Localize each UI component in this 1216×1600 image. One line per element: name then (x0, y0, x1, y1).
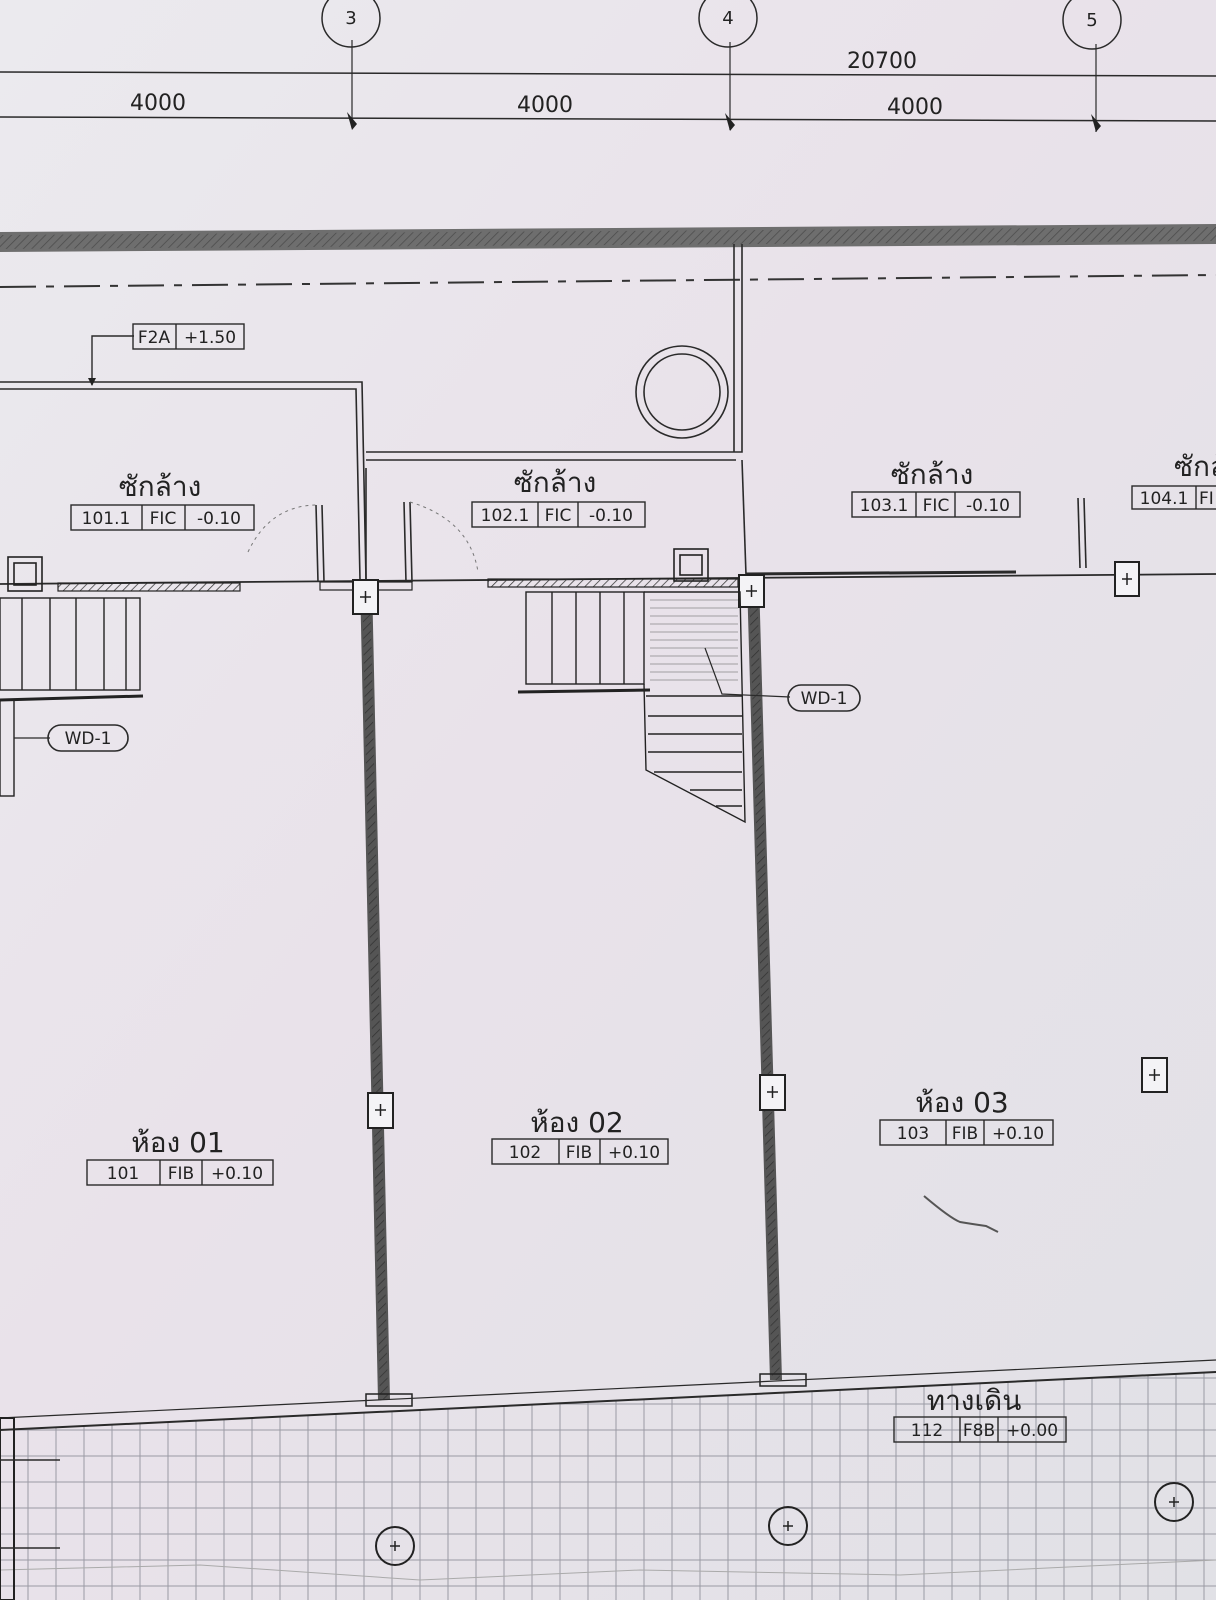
rear-boundary (0, 224, 1216, 288)
corridor-floor (0, 1359, 1216, 1600)
grid-axis-label: 3 (345, 8, 356, 29)
room-label-101-1: ซักล้าง 101.1 FIC -0.10 (70, 470, 255, 531)
wall-segments (57, 578, 739, 592)
room-name: ซักล้าง (514, 466, 597, 499)
room-level: +0.10 (608, 1143, 660, 1163)
room-name: ห้อง 03 (915, 1086, 1008, 1119)
room-label-112: ทางเดิน 112 F8B +0.00 (893, 1384, 1067, 1443)
bay-dimension: 4000 (130, 91, 186, 116)
stair-tag-1: WD-1 (14, 724, 129, 752)
room-label-102: ห้อง 02 102 FIB +0.10 (491, 1106, 669, 1165)
room-level: +0.00 (1006, 1421, 1058, 1441)
room-finish: FIC (923, 496, 950, 516)
room-label-102-1: ซักล้าง 102.1 FIC -0.10 (471, 466, 646, 528)
room-finish: FIC (150, 509, 177, 529)
room-finish: FI (1199, 489, 1214, 509)
stair-tag-label: WD-1 (801, 689, 848, 709)
room-number: 101.1 (82, 509, 131, 529)
room-finish: FIB (566, 1143, 592, 1163)
room-name: ซักล้าง (891, 458, 974, 491)
room-number: 102.1 (481, 506, 530, 526)
room-name: ห้อง 02 (530, 1106, 623, 1139)
room-level: +0.10 (992, 1124, 1044, 1144)
stair-unit-01 (0, 597, 144, 797)
room-finish: F8B (963, 1421, 995, 1441)
room-label-104-1: ซักล้ 104.1 FI (1131, 450, 1216, 510)
level-tag-code: F2A (138, 328, 171, 348)
room-number: 101 (107, 1164, 139, 1184)
stair-tag-label: WD-1 (65, 729, 112, 749)
room-finish: FIB (952, 1124, 978, 1144)
room-number: 102 (509, 1143, 541, 1163)
room-number: 103 (897, 1124, 929, 1144)
grid-axis-3: 3 (321, 0, 381, 48)
room-label-103: ห้อง 03 103 FIB +0.10 (879, 1086, 1054, 1146)
water-tank (635, 345, 729, 439)
door-swings (247, 501, 479, 573)
column-marks (360, 573, 1160, 1116)
stair-detail-lines (650, 599, 738, 681)
grid-dimensions: 3 4 5 20700 4000 4000 4000 (0, 0, 1216, 132)
stair-tag-2: WD-1 (704, 647, 861, 712)
party-walls (360, 580, 807, 1407)
room-name: ทางเดิน (927, 1384, 1022, 1417)
room-finish: FIB (168, 1164, 194, 1184)
grid-axis-label: 5 (1086, 10, 1097, 31)
room-level: -0.10 (966, 496, 1010, 516)
level-tag-f2a: F2A +1.50 (88, 323, 245, 386)
room-number: 112 (911, 1421, 943, 1441)
room-level: -0.10 (589, 506, 633, 526)
grid-axis-label: 4 (722, 8, 733, 29)
room-level: -0.10 (197, 509, 241, 529)
room-label-103-1: ซักล้าง 103.1 FIC -0.10 (851, 458, 1021, 518)
overall-dimension: 20700 (847, 49, 917, 74)
room-level: +0.10 (211, 1164, 263, 1184)
room-name: ซักล้าง (119, 470, 202, 503)
room-number: 104.1 (1140, 489, 1189, 509)
bay-dimension: 4000 (887, 95, 943, 120)
room-number: 103.1 (860, 496, 909, 516)
room-label-101: ห้อง 01 101 FIB +0.10 (86, 1126, 274, 1186)
columns (352, 561, 1168, 1129)
grid-axis-5: 5 (1062, 0, 1122, 50)
level-tag-value: +1.50 (184, 328, 236, 348)
corridor-downlights (375, 1482, 1194, 1566)
room-finish: FIC (545, 506, 572, 526)
grid-axis-4: 4 (698, 0, 758, 48)
floor-drains (7, 548, 709, 592)
room-name: ซักล้ (1174, 450, 1216, 483)
stair-unit-02 (517, 591, 746, 824)
room-name: ห้อง 01 (131, 1126, 224, 1159)
bay-dimension: 4000 (517, 93, 573, 118)
pencil-mark (923, 1195, 999, 1233)
